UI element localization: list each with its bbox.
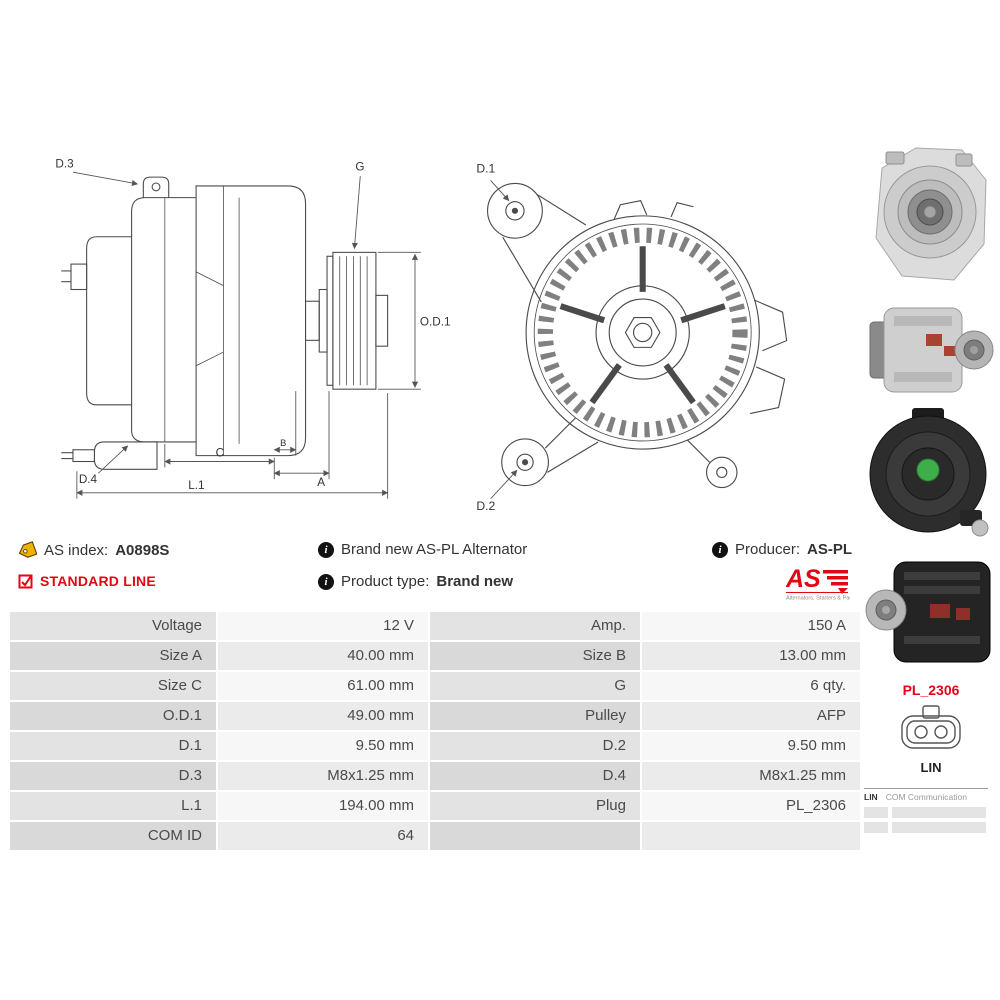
info-icon: i (318, 541, 334, 558)
tag-icon (18, 541, 37, 558)
as-pl-logo: AS Alternators, Starters & Parts (786, 565, 850, 601)
spec-label: Voltage (10, 612, 216, 640)
table-row: Size C 61.00 mm G 6 qty. (10, 672, 860, 700)
legend-row-bar (864, 807, 888, 818)
producer-value: AS-PL (807, 541, 853, 558)
spec-label: L.1 (10, 792, 216, 820)
product-photo-2[interactable] (864, 296, 996, 402)
spec-value: 61.00 mm (218, 672, 428, 700)
spec-label: O.D.1 (10, 702, 216, 730)
dim-label-g: G (355, 160, 364, 173)
dim-label-a: A (317, 476, 325, 489)
legend-row-bar (892, 822, 986, 833)
spec-value: 9.50 mm (642, 732, 860, 760)
table-row: O.D.1 49.00 mm Pulley AFP (10, 702, 860, 730)
spec-value: 150 A (642, 612, 860, 640)
info-icon: i (712, 541, 728, 558)
plug-code-label: PL_2306 (902, 682, 960, 698)
spec-value: 6 qty. (642, 672, 860, 700)
as-index-value: A0898S (115, 542, 170, 559)
product-type-value: Brand new (436, 573, 514, 590)
product-photo-4[interactable] (864, 552, 996, 678)
table-row: L.1 194.00 mm Plug PL_2306 (10, 792, 860, 820)
spec-value: 12 V (218, 612, 428, 640)
spec-label: D.3 (10, 762, 216, 790)
dimension-lines (72, 171, 421, 499)
table-row: COM ID 64 (10, 822, 860, 850)
specification-table: Voltage 12 V Amp. 150 A Size A 40.00 mm … (10, 612, 860, 850)
legend-bars (864, 807, 988, 833)
spec-value (642, 822, 860, 850)
checkbox-icon (18, 574, 33, 588)
product-photo-1[interactable] (864, 140, 996, 292)
producer-row: i Producer: AS-PL (712, 541, 852, 558)
product-photo-3[interactable] (864, 406, 996, 546)
dim-label-l1: L.1 (188, 479, 204, 492)
spec-label: Size A (10, 642, 216, 670)
spec-label: D.1 (10, 732, 216, 760)
producer-label: Producer: (735, 541, 801, 558)
legend-key: LIN (864, 792, 878, 802)
dim-label-c: C (216, 447, 225, 460)
side-view-technical-drawing: D.3 G O.D.1 C B A L.1 D.4 (55, 157, 451, 499)
logo-tagline: Alternators, Starters & Parts (786, 596, 850, 602)
spec-value: 40.00 mm (218, 642, 428, 670)
dim-label-b: B (280, 438, 286, 448)
spec-label: COM ID (10, 822, 216, 850)
dim-label-d1: D.1 (476, 161, 495, 175)
alternator-front-outline (486, 182, 788, 489)
dim-label-d2: D.2 (476, 499, 495, 513)
spec-value: PL_2306 (642, 792, 860, 820)
dim-label-d4: D.4 (79, 473, 98, 486)
dim-label-od1: O.D.1 (420, 316, 451, 329)
standard-line-row: STANDARD LINE (18, 573, 156, 589)
spec-label: Size B (430, 642, 640, 670)
as-index-row: AS index: A0898S (18, 541, 169, 560)
legend-value: COM Communication (885, 792, 967, 802)
plug-connector-drawing (901, 705, 961, 749)
spec-value: 194.00 mm (218, 792, 428, 820)
brand-new-text: Brand new AS-PL Alternator (341, 541, 528, 558)
spec-label: D.2 (430, 732, 640, 760)
product-type-label: Product type: (341, 573, 430, 590)
table-row: Size A 40.00 mm Size B 13.00 mm (10, 642, 860, 670)
legend-row-bar (864, 822, 888, 833)
table-row: D.1 9.50 mm D.2 9.50 mm (10, 732, 860, 760)
spec-value: M8x1.25 mm (218, 762, 428, 790)
spec-value: 64 (218, 822, 428, 850)
product-type-row: i Product type: Brand new (318, 573, 513, 590)
spec-label: D.4 (430, 762, 640, 790)
spec-label (430, 822, 640, 850)
logo-text: AS (786, 565, 821, 593)
spec-value: 49.00 mm (218, 702, 428, 730)
info-icon: i (318, 573, 334, 590)
plug-type-label: LIN (920, 760, 942, 775)
as-index-label: AS index: (44, 542, 109, 559)
table-row: Voltage 12 V Amp. 150 A (10, 612, 860, 640)
spec-label: Amp. (430, 612, 640, 640)
alternator-side-outline (61, 176, 389, 470)
spec-value: AFP (642, 702, 860, 730)
dim-label-d3: D.3 (55, 157, 73, 170)
brand-new-row: i Brand new AS-PL Alternator (318, 541, 527, 558)
spec-label: Plug (430, 792, 640, 820)
spec-label: Pulley (430, 702, 640, 730)
spec-label: G (430, 672, 640, 700)
communication-legend: LIN COM Communication (864, 788, 988, 833)
table-row: D.3 M8x1.25 mm D.4 M8x1.25 mm (10, 762, 860, 790)
front-view-technical-drawing: D.1 D.2 (476, 161, 788, 513)
spec-label: Size C (10, 672, 216, 700)
spec-value: 13.00 mm (642, 642, 860, 670)
legend-row-bar (892, 807, 986, 818)
spec-value: M8x1.25 mm (642, 762, 860, 790)
standard-line-label: STANDARD LINE (40, 573, 156, 589)
spec-value: 9.50 mm (218, 732, 428, 760)
